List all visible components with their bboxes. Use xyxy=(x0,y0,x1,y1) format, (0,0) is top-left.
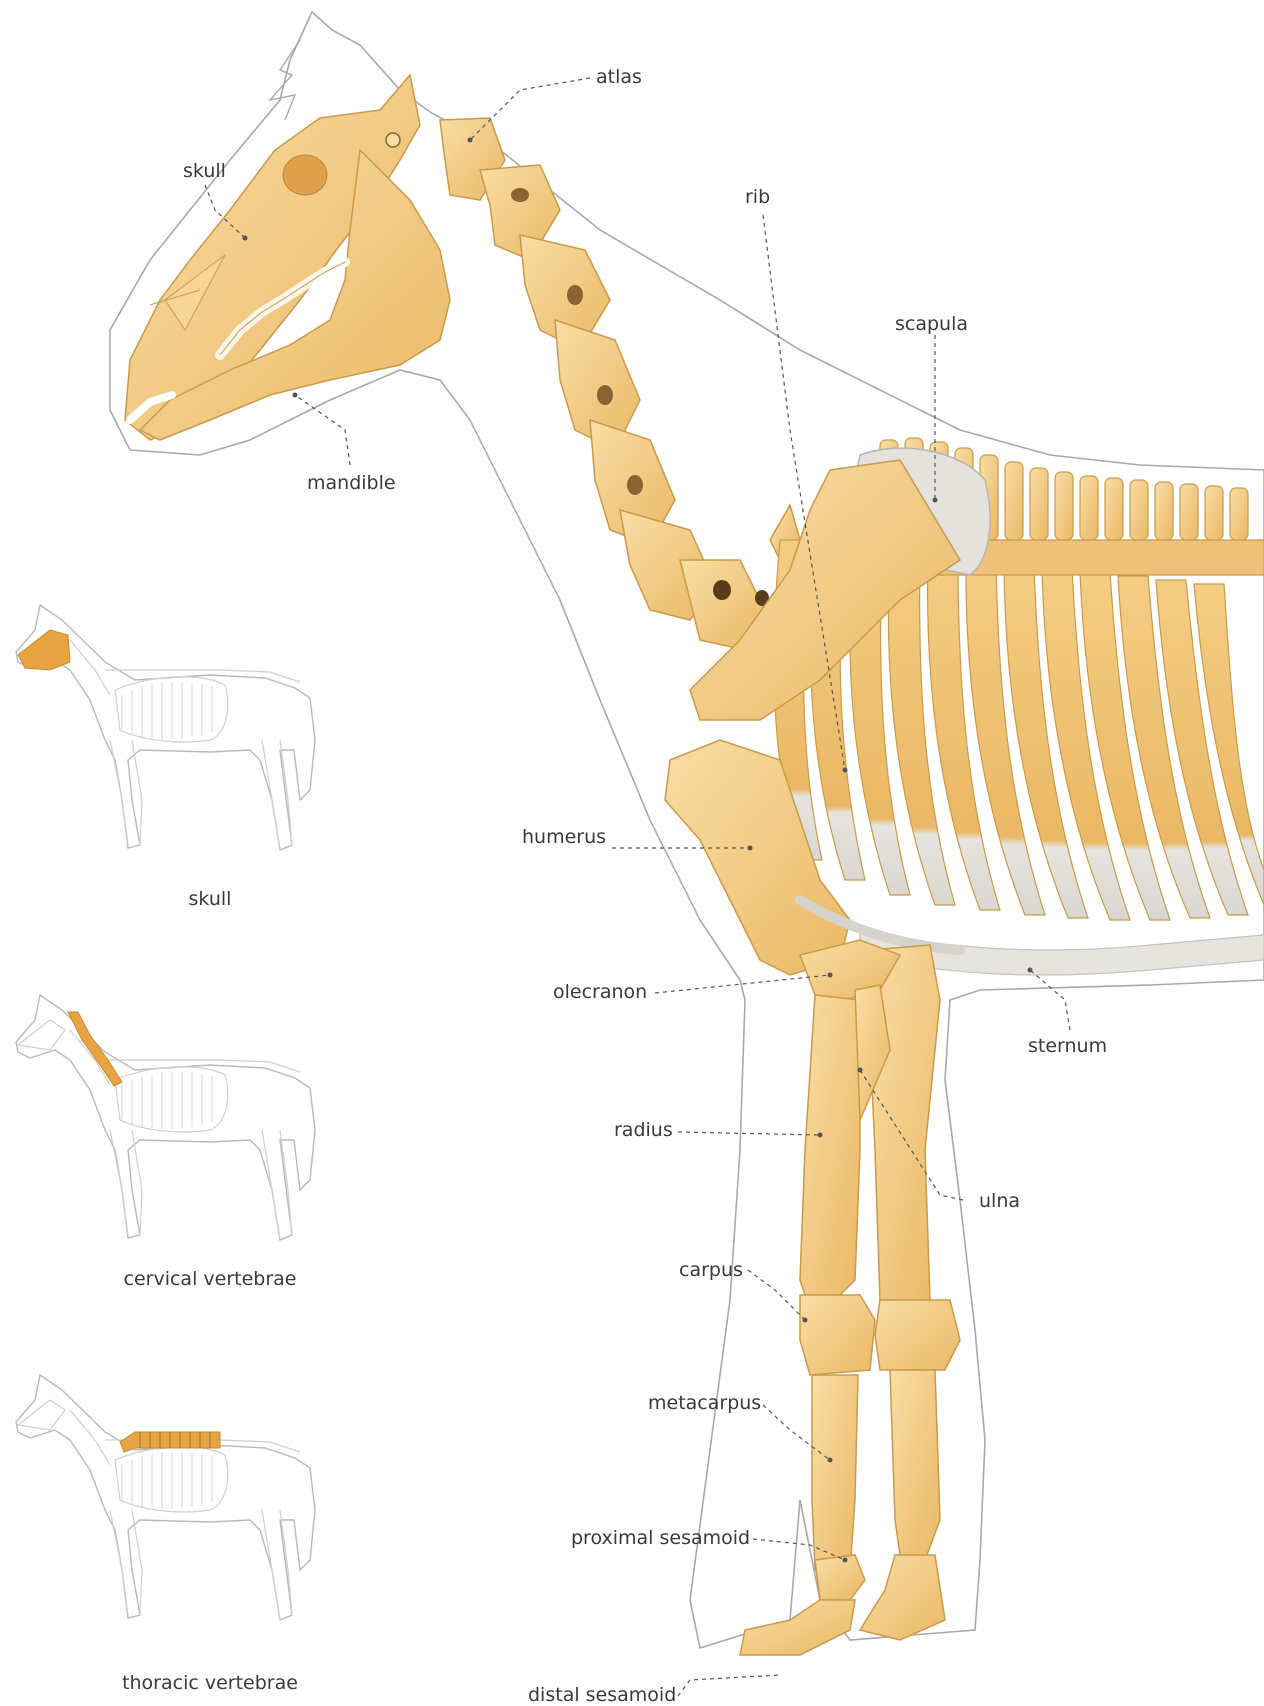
thumbnail-skull-highlight xyxy=(18,630,70,670)
label-radius: radius xyxy=(614,1119,673,1141)
thumbnail-caption-skull: skull xyxy=(60,888,360,910)
label-distal-sesamoid: distal sesamoid xyxy=(528,1684,676,1706)
label-carpus: carpus xyxy=(679,1259,743,1281)
label-metacarpus: metacarpus xyxy=(648,1392,761,1414)
thumbnail-skull xyxy=(16,605,315,850)
label-scapula: scapula xyxy=(895,313,968,335)
thumbnail-caption-cervical: cervical vertebrae xyxy=(60,1268,360,1290)
thumbnail-cervical xyxy=(16,995,315,1240)
label-proximal-sesamoid: proximal sesamoid xyxy=(571,1527,750,1549)
label-olecranon: olecranon xyxy=(553,981,647,1003)
label-mandible: mandible xyxy=(307,472,396,494)
thumbnail-caption-thoracic: thoracic vertebrae xyxy=(60,1672,360,1694)
thumbnail-cervical-highlight xyxy=(68,1012,122,1086)
label-humerus: humerus xyxy=(522,826,606,848)
label-atlas: atlas xyxy=(596,66,642,88)
label-ulna: ulna xyxy=(979,1190,1020,1212)
label-skull: skull xyxy=(183,160,226,182)
label-rib: rib xyxy=(745,186,770,208)
label-sternum: sternum xyxy=(1028,1035,1107,1057)
thumbnail-thoracic xyxy=(16,1375,315,1620)
foreleg-near xyxy=(740,940,900,1655)
